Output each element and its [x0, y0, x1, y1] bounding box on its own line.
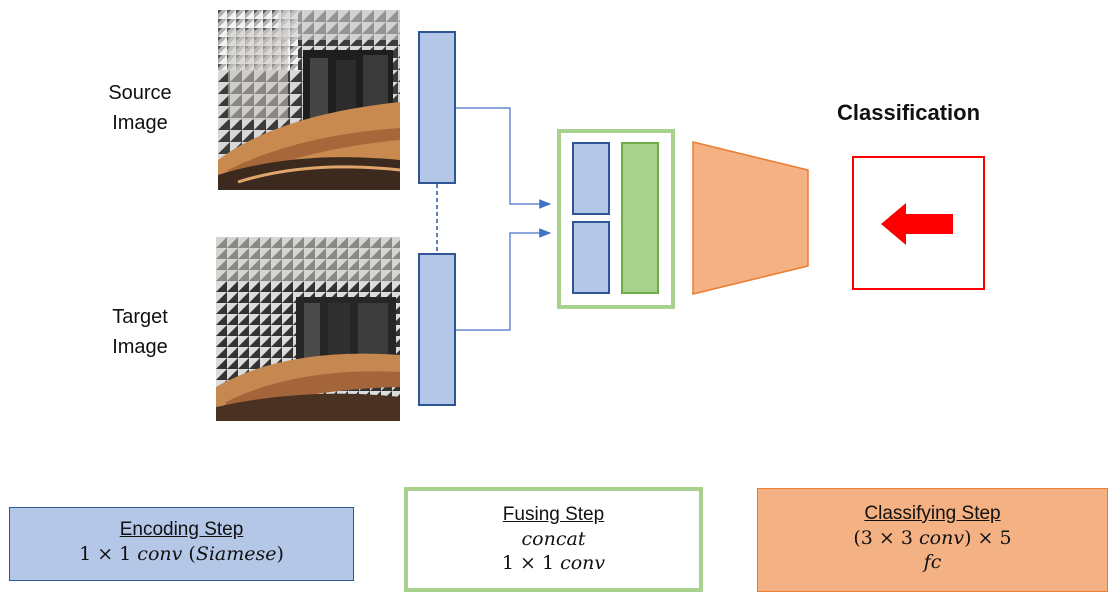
classification-title: Classification	[837, 100, 981, 125]
classification-output-box	[852, 156, 985, 290]
legend-fusing-title: Fusing Step	[502, 504, 605, 525]
legend-fusing-concat: concat	[521, 528, 586, 550]
fusion-target-feature	[572, 221, 610, 294]
source-image-graphic	[218, 10, 400, 190]
legend-classifying-fc: fc	[923, 551, 942, 573]
legend-fusing-conv: 1 × 1 conv	[501, 552, 606, 574]
target-image-graphic	[216, 237, 400, 421]
legend-encoding-title: Encoding Step	[119, 519, 244, 540]
legend-classifying-step: Classifying Step (3 × 3 conv) × 5 fc	[757, 488, 1108, 592]
target-image-thumbnail	[216, 237, 400, 421]
fusion-source-feature	[572, 142, 610, 215]
left-arrow-icon	[881, 203, 953, 245]
fusion-block	[557, 129, 675, 309]
legend-encoding-formula: 1 × 1 conv (Siamese)	[79, 543, 284, 565]
legend-classifying-conv: (3 × 3 conv) × 5	[853, 527, 1012, 549]
source-image-thumbnail	[218, 10, 400, 190]
source-encoder-block	[418, 31, 456, 184]
fusion-conv-feature	[621, 142, 659, 294]
legend-classifying-title: Classifying Step	[864, 503, 1001, 524]
target-image-label: Target Image	[112, 306, 168, 358]
legend-fusing-step: Fusing Step concat 1 × 1 conv	[404, 487, 703, 592]
target-encoder-block	[418, 253, 456, 406]
legend-encoding-step: Encoding Step 1 × 1 conv (Siamese)	[9, 507, 354, 581]
source-image-label: Source Image	[108, 82, 172, 134]
source-to-fuse-arrow	[456, 107, 552, 209]
target-to-fuse-arrow	[456, 228, 552, 331]
classifier-trapezoid	[692, 141, 809, 295]
